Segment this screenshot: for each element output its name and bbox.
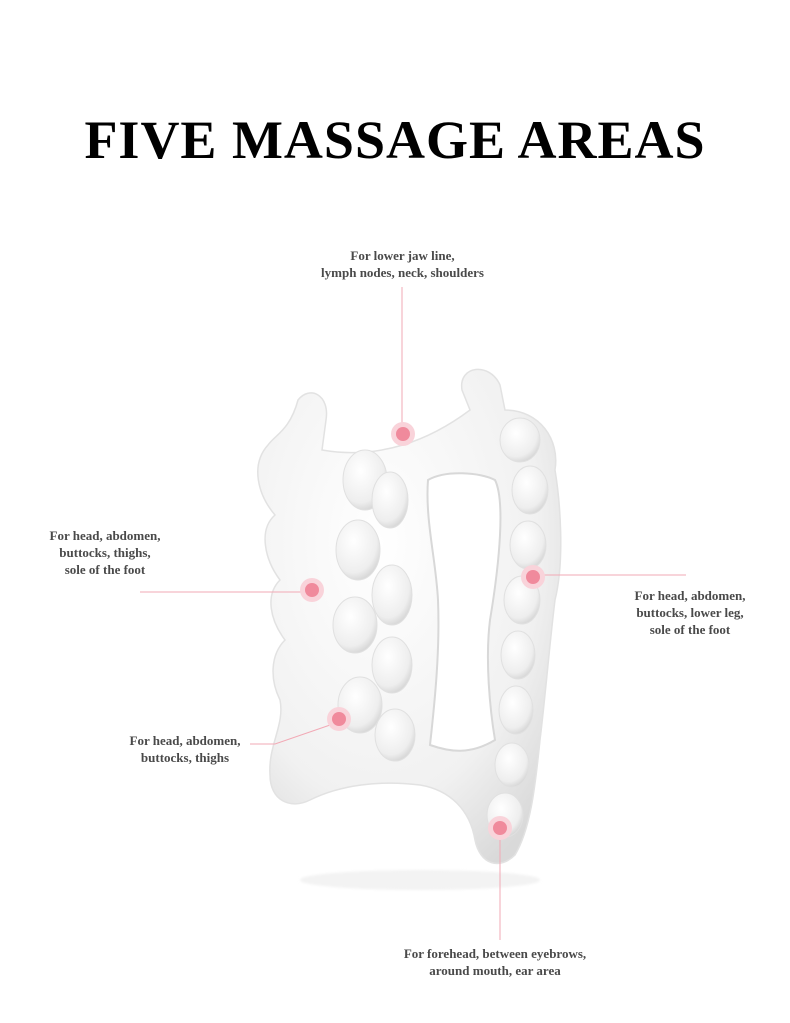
label-line: lymph nodes, neck, shoulders (321, 265, 484, 280)
label-line: sole of the foot (64, 562, 146, 577)
label-forehead-area: For forehead, between eyebrows, around m… (360, 945, 630, 979)
label-line: buttocks, thighs, (59, 545, 151, 560)
marker-left-2 (327, 707, 351, 731)
label-lower-jaw-area: For lower jaw line, lymph nodes, neck, s… (280, 247, 525, 281)
label-left-lower-area: For head, abdomen, buttocks, thighs (110, 732, 260, 766)
label-line: For head, abdomen, (634, 588, 746, 603)
marker-right (521, 565, 545, 589)
page-title: FIVE MASSAGE AREAS (84, 110, 706, 170)
marker-bottom (488, 816, 512, 840)
label-line: sole of the foot (649, 622, 731, 637)
label-line: around mouth, ear area (429, 963, 561, 978)
marker-top (391, 422, 415, 446)
label-line: For lower jaw line, (350, 248, 455, 263)
label-right-area: For head, abdomen, buttocks, lower leg, … (610, 587, 770, 638)
label-line: For head, abdomen, (49, 528, 161, 543)
label-line: For head, abdomen, (129, 733, 241, 748)
label-left-upper-area: For head, abdomen, buttocks, thighs, sol… (30, 527, 180, 578)
marker-left-1 (300, 578, 324, 602)
leader-line-left-2 (250, 723, 334, 745)
label-line: buttocks, thighs (140, 750, 230, 765)
massager-tool-body (257, 368, 562, 890)
label-line: buttocks, lower leg, (636, 605, 744, 620)
label-line: For forehead, between eyebrows, (403, 946, 587, 961)
leader-lines (140, 287, 686, 940)
